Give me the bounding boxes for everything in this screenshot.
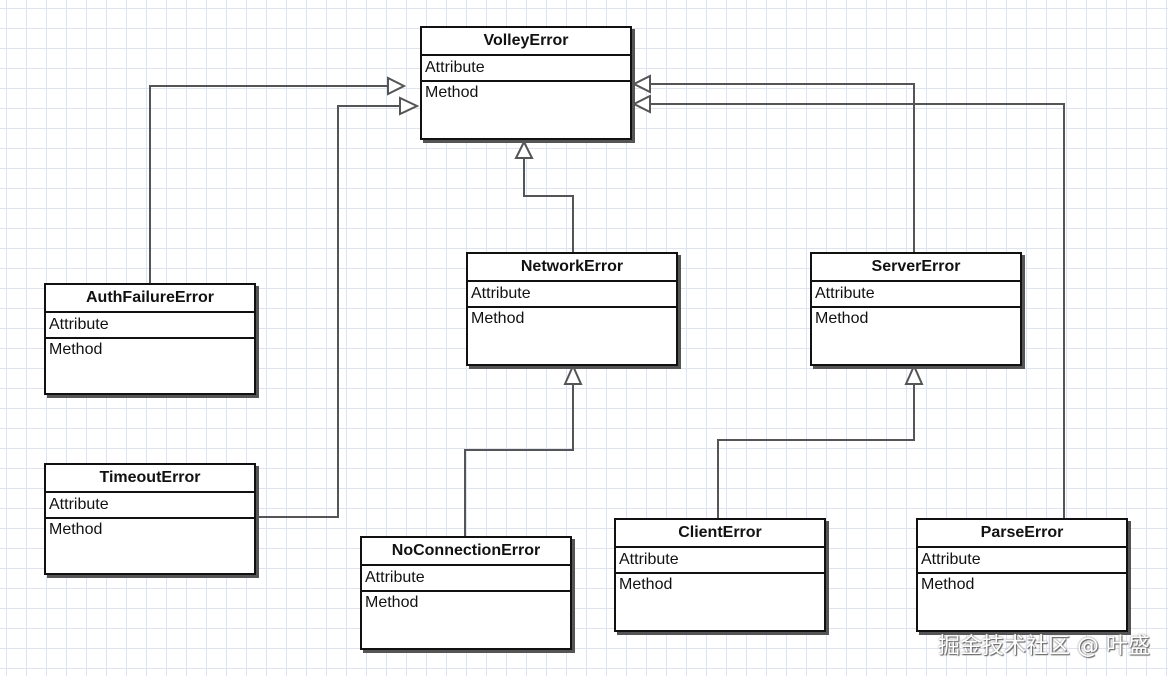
class-attribute: Attribute xyxy=(46,313,254,339)
class-method: Method xyxy=(815,310,869,327)
class-name: ServerError xyxy=(812,254,1020,282)
generalization-arrowhead xyxy=(399,96,420,116)
connector-parse-to-volley xyxy=(650,103,1065,518)
connector-authfailure-to-volley xyxy=(149,85,388,283)
class-server-error[interactable]: ServerError Attribute Method xyxy=(810,252,1022,366)
class-parse-error[interactable]: ParseError Attribute Method xyxy=(916,518,1128,632)
class-name: ClientError xyxy=(616,520,824,548)
class-name: AuthFailureError xyxy=(46,285,254,313)
class-attribute: Attribute xyxy=(468,282,676,308)
class-name: TimeoutError xyxy=(46,465,254,493)
class-auth-failure-error[interactable]: AuthFailureError Attribute Method xyxy=(44,283,256,395)
class-network-error[interactable]: NetworkError Attribute Method xyxy=(466,252,678,366)
class-attribute: Attribute xyxy=(422,56,630,82)
class-method: Method xyxy=(49,341,103,358)
generalization-arrowhead xyxy=(631,94,651,114)
class-name: ParseError xyxy=(918,520,1126,548)
class-name: VolleyError xyxy=(422,28,630,56)
class-attribute: Attribute xyxy=(616,548,824,574)
class-no-connection-error[interactable]: NoConnectionError Attribute Method xyxy=(360,536,572,650)
class-volley-error[interactable]: VolleyError Attribute Method xyxy=(420,26,632,140)
connector-server-to-volley xyxy=(650,83,915,252)
class-method: Method xyxy=(425,84,479,101)
class-method: Method xyxy=(49,521,103,538)
class-method: Method xyxy=(921,576,975,593)
generalization-arrowhead xyxy=(904,363,924,385)
generalization-arrowhead xyxy=(631,74,651,94)
class-timeout-error[interactable]: TimeoutError Attribute Method xyxy=(44,463,256,575)
connector-timeout-to-volley xyxy=(255,105,400,518)
class-method: Method xyxy=(619,576,673,593)
class-name: NoConnectionError xyxy=(362,538,570,566)
class-method: Method xyxy=(471,310,525,327)
class-attribute: Attribute xyxy=(46,493,254,519)
connector-noconnection-to-network xyxy=(464,384,574,536)
generalization-arrowhead xyxy=(563,363,583,385)
class-attribute: Attribute xyxy=(362,566,570,592)
class-method: Method xyxy=(365,594,419,611)
generalization-arrowhead xyxy=(514,139,534,159)
class-name: NetworkError xyxy=(468,254,676,282)
connector-client-to-server xyxy=(717,384,915,518)
class-client-error[interactable]: ClientError Attribute Method xyxy=(614,518,826,632)
connector-network-to-volley xyxy=(523,158,574,252)
class-attribute: Attribute xyxy=(918,548,1126,574)
generalization-arrowhead xyxy=(387,76,407,96)
watermark-text: 掘金技术社区 @ 叶盛 xyxy=(938,634,1150,659)
class-attribute: Attribute xyxy=(812,282,1020,308)
